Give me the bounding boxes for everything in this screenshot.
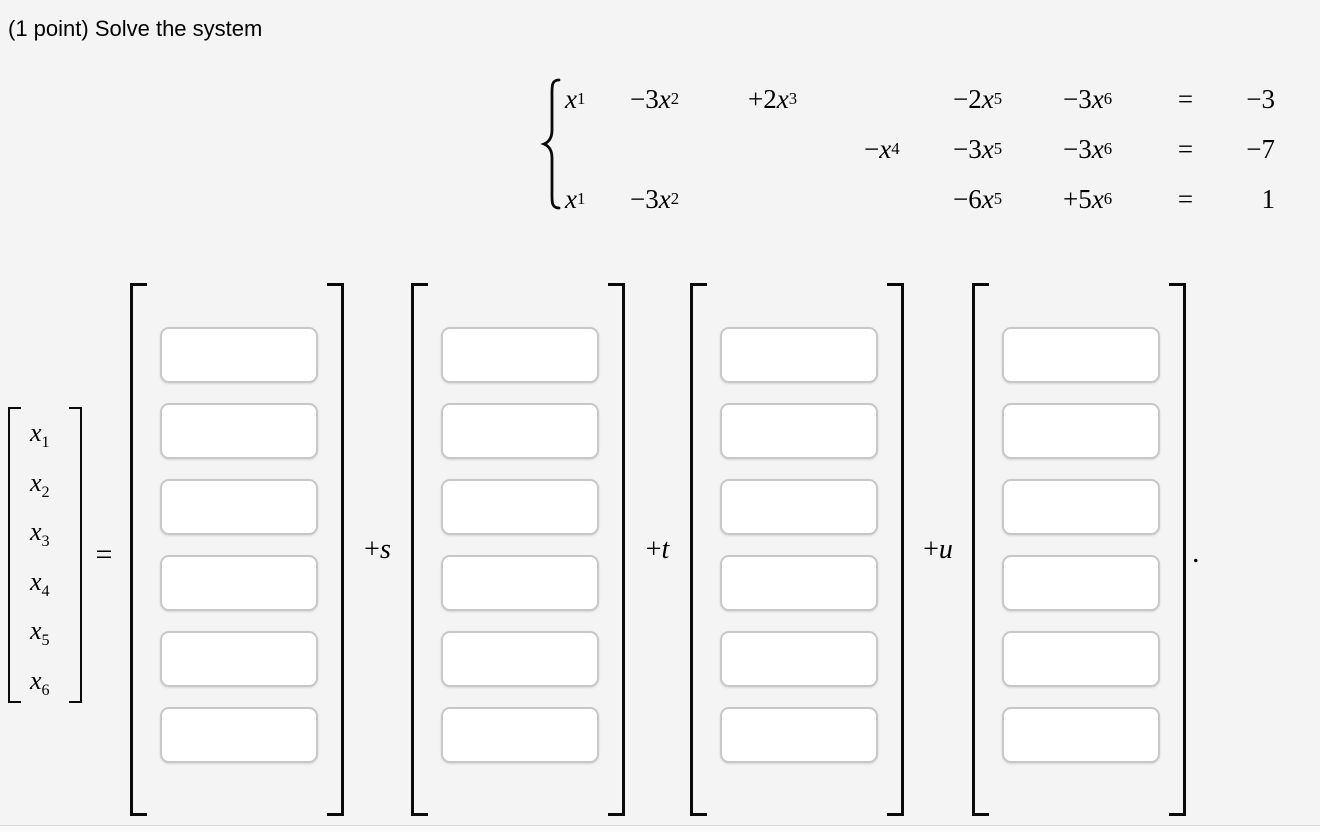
answer-vector-4 [972,283,1186,816]
answer-input-v2-r6[interactable] [441,707,599,763]
trailing-period: . [1192,536,1200,569]
left-bracket [130,283,147,816]
eq-equals-r3: = [1177,183,1194,214]
answer-input-v3-r5[interactable] [720,631,878,687]
problem-statement: (1 point) Solve the system [8,16,263,41]
left-bracket [8,407,21,703]
right-bracket [608,283,625,816]
right-bracket [327,283,344,816]
system-brace-icon [540,78,561,210]
x-vector-entry-3: x3 [30,517,50,551]
eq-rhs-r1: −3 [1246,83,1275,114]
answer-input-v2-r4[interactable] [441,555,599,611]
x-vector-entry-5: x5 [30,616,50,650]
left-bracket [690,283,707,816]
answer-input-v4-r1[interactable] [1002,327,1160,383]
answer-input-v1-r3[interactable] [160,479,318,535]
answer-input-v3-r6[interactable] [720,707,878,763]
answer-input-v4-r5[interactable] [1002,631,1160,687]
bottom-strip [0,826,1320,832]
answer-input-v4-r4[interactable] [1002,555,1160,611]
answer-vector-3 [690,283,904,816]
right-bracket [1169,283,1186,816]
answer-vector-2 [411,283,625,816]
bottom-divider [0,825,1320,826]
scalar-u: +u [923,534,953,565]
answer-input-v1-r2[interactable] [160,403,318,459]
answer-input-v3-r4[interactable] [720,555,878,611]
x-vector-entry-4: x4 [30,566,50,600]
right-bracket [887,283,904,816]
answer-input-v3-r2[interactable] [720,403,878,459]
eq-equals-r1: = [1177,83,1194,114]
answer-input-v1-r1[interactable] [160,327,318,383]
x-vector-entry-6: x6 [30,665,50,700]
answer-input-v2-r3[interactable] [441,479,599,535]
answer-input-v1-r6[interactable] [160,707,318,763]
answer-input-v2-r5[interactable] [441,631,599,687]
answer-input-v3-r3[interactable] [720,479,878,535]
answer-input-v3-r1[interactable] [720,327,878,383]
eq-rhs-r2: −7 [1246,133,1275,164]
x-vector-entry-1: x1 [30,418,50,452]
left-bracket [972,283,989,816]
answer-input-v1-r4[interactable] [160,555,318,611]
eq-equals-r2: = [1177,133,1194,164]
x-vector-entries: x1 x2 x3 x4 x5 x6 [8,407,82,703]
answer-input-v1-r5[interactable] [160,631,318,687]
answer-vector-1 [130,283,344,816]
answer-input-v4-r3[interactable] [1002,479,1160,535]
answer-input-v2-r2[interactable] [441,403,599,459]
x-vector: x1 x2 x3 x4 x5 x6 [8,407,82,703]
right-bracket [69,407,82,703]
x-vector-entry-2: x2 [30,467,50,501]
eq-rhs-r3: 1 [1261,183,1276,214]
scalar-t: +t [645,534,670,565]
answer-input-v4-r6[interactable] [1002,707,1160,763]
left-bracket [411,283,428,816]
answer-input-v2-r1[interactable] [441,327,599,383]
scalar-s: +s [364,534,391,565]
equals-sign: = [95,538,113,571]
answer-input-v4-r2[interactable] [1002,403,1160,459]
